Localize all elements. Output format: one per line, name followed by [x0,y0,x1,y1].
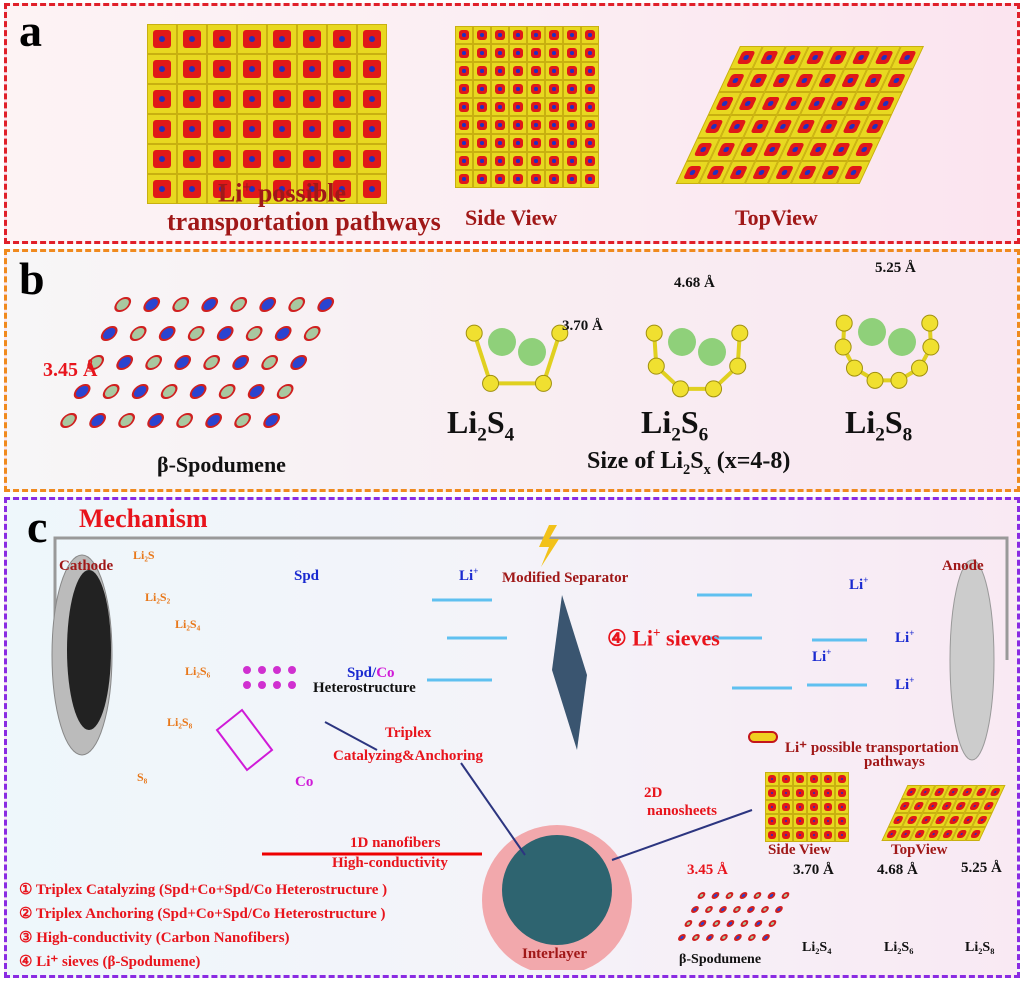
interlayer-label: Interlayer [522,946,587,962]
li-ion-label: Li+ [849,575,869,593]
note-4: ④ Li⁺ sieves (β-Spodumene) [19,954,201,970]
sulfur-atom [729,357,747,375]
li2s6-dimension: 4.68 Å [674,275,715,291]
panel-c: c Mechanism Cathode Anode Modified Separ… [4,497,1020,978]
lithium-atom [488,328,516,356]
legend-pathways-2: pathways [864,754,925,770]
note-3: ③ High-conductivity (Carbon Nanofibers) [19,930,290,946]
spodumene-lattice [57,290,345,428]
sulfur-atom [922,338,940,356]
li-ion-label: Li+ [812,647,832,665]
li-ion-label: Li+ [895,628,915,646]
crystal-side-view [455,26,599,188]
li2s6-label: Li2S6 [641,404,709,446]
li2s8-molecule [834,314,940,389]
nanofibers-label-1: 1D nanofibers [350,835,441,851]
spd-label: Spd [294,568,320,584]
li2s4-dimension: 3.70 Å [562,318,603,334]
sulfur-atom [911,359,929,377]
circuit-wire [51,525,1009,970]
panel-letter-a: a [19,5,42,56]
nanofibers-label-2: High-conductivity [332,855,448,871]
species-s8: S₈ [137,770,148,784]
nanosheets-label-1: 2D [644,785,663,801]
species-li2s8: Li₂S₈ [167,715,193,729]
triplex-label-1: Triplex [385,725,432,741]
crystal-perspective-view [147,24,387,204]
mini-spacing-label: 3.45 Å [687,862,728,878]
sulfur-atom [482,374,500,392]
mechanism-title: Mechanism [79,504,208,533]
sulfur-atom [705,380,723,398]
spodumene-label: β-Spodumene [157,452,286,477]
crystal-top-view [675,46,924,184]
lithium-atom [698,338,726,366]
species-li2s: Li₂S [133,548,155,562]
panel-letter-b: b [19,253,45,304]
caption-side-view: Side View [465,205,558,230]
heterostructure-label: Heterostructure [313,680,416,696]
sulfur-atom [647,357,665,375]
mini-side-view-label: Side View [768,842,831,858]
mini-li2s8-dim: 5.25 Å [961,860,1002,876]
sulfur-atom [551,324,569,342]
nanosheets-label-2: nanosheets [647,803,718,819]
sulfur-atom [845,359,863,377]
mini-spodumene-label: β-Spodumene [679,952,762,967]
cathode-label: Cathode [59,558,114,574]
mini-li2s4-dim: 3.70 Å [793,862,834,878]
legend-pathways-1: Li⁺ possible transportation [785,740,959,756]
sulfur-atom [645,324,663,342]
modified-separator-label: Modified Separator [502,570,629,586]
panel-b: b 3.45 Å β-Spodumene 3.70 Å 4.68 Å 5.25 … [4,249,1020,492]
triplex-label-2: Catalyzing&Anchoring [333,748,483,764]
li2s6-molecule [645,324,749,398]
caption-top-view: TopView [735,205,818,230]
sulfur-atom [465,324,483,342]
sulfur-atom [890,371,908,389]
li-ion-label: Li+ [459,566,479,584]
sulfur-atom [835,314,853,332]
panel-letter-c: c [27,501,48,552]
lithium-atom [668,328,696,356]
species-li2s6: Li₂S₆ [185,664,211,678]
spacing-label: 3.45 Å [43,359,98,381]
species-li2s2: Li₂S₂ [145,590,171,604]
note-1: ① Triplex Catalyzing (Spd+Co+Spd/Co Hete… [19,882,388,898]
li-ion-label: Li+ [895,675,915,693]
sulfur-atom [921,314,939,332]
mini-li2s6-label: Li₂S₆ [884,940,914,955]
li2s8-label: Li2S8 [845,404,913,446]
mini-top-view-label: TopView [891,842,948,858]
mini-li2s8-label: Li₂S₈ [965,940,995,955]
sulfur-atom [866,371,884,389]
sulfur-atom [731,324,749,342]
li2s8-dimension: 5.25 Å [875,260,916,276]
co-label: Co [295,774,314,790]
li2s4-molecule [465,324,569,392]
lithium-atom [888,328,916,356]
sulfur-atom [534,374,552,392]
note-2: ② Triplex Anchoring (Spd+Co+Spd/Co Heter… [19,906,386,922]
mini-li2s4-label: Li₂S₄ [802,940,832,955]
li2s4-label: Li2S4 [447,404,515,446]
spd-co-label: Spd/Co [347,665,395,681]
anode-label: Anode [942,558,984,574]
sulfur-atom [834,338,852,356]
li-sieves-label: ④ Li+ sieves [607,625,720,651]
sulfur-atom [671,380,689,398]
species-li2s4: Li₂S₄ [175,617,201,631]
lithium-atom [518,338,546,366]
size-caption: Size of Li2Sx (x=4-8) [587,448,791,478]
mini-side-view [765,772,849,842]
mini-li2s6-dim: 4.68 Å [877,862,918,878]
lithium-atom [858,318,886,346]
